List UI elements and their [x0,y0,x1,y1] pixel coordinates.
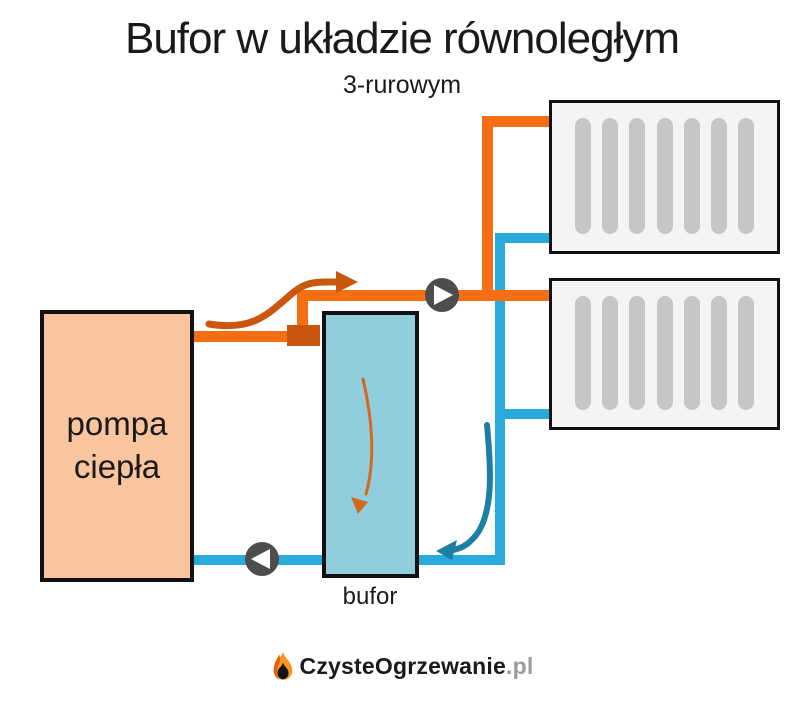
flame-icon [273,652,292,680]
tee-fitting [287,325,320,346]
radiator-fin [575,118,592,234]
radiator-fin [602,118,619,234]
page-subtitle: 3-rurowym [342,71,462,99]
pipe-cold-buffer-right [416,555,505,565]
pipe-cold-heatpump-return [192,555,324,565]
radiator-fin [575,296,592,410]
logo-suffix-text: .pl [506,652,534,679]
buffer-tank [322,311,419,578]
radiator-fin [737,118,754,234]
radiator-fin [737,296,754,410]
pipe-cold-radiator2-return [505,409,550,419]
pipe-cold-riser [495,233,505,565]
buffer-label: bufor [342,583,398,610]
pipe-cold-radiator1-return [495,233,550,243]
pipe-hot-radiator1-supply [482,116,550,127]
radiator-fin [683,296,700,410]
radiator-fin [656,296,673,410]
pipe-hot-heatpump-supply [192,331,289,342]
radiator-fin [710,296,727,410]
cold-flow-arrow [450,422,493,553]
radiator-fin [629,296,646,410]
hot-flow-arrow [205,278,341,330]
pipe-hot-main [297,290,550,301]
radiator-fin [656,118,673,234]
logo: CzysteOgrzewanie.pl [0,648,804,684]
radiator-fin [683,118,700,234]
radiator-1 [549,100,780,254]
pipe-hot-branch-vertical [482,116,493,301]
radiator-fin [602,296,619,410]
page-title: Bufor w układzie równoległym [124,14,680,63]
logo-brand-text: CzysteOgrzewanie [299,652,506,679]
radiator-fin [710,118,727,234]
radiator-2 [549,278,780,430]
heat-pump-box: pompa ciepła [40,310,194,582]
heat-pump-label: pompa ciepła [66,405,168,485]
radiator-fin [629,118,646,234]
